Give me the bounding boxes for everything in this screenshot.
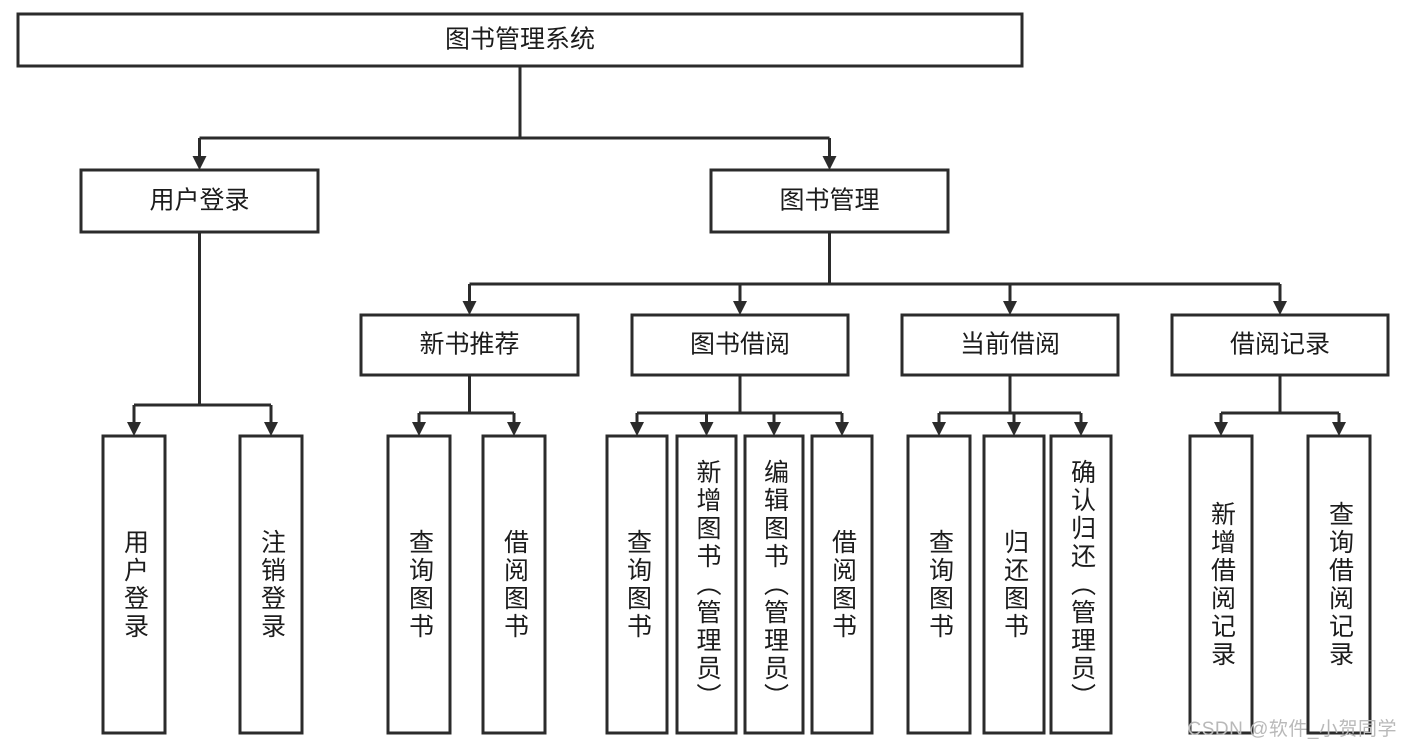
node-leaf-0[interactable] bbox=[101, 434, 167, 735]
connector-layer bbox=[127, 66, 1346, 436]
node-leaf-8[interactable] bbox=[906, 434, 972, 735]
node-label: 当前借阅 bbox=[960, 331, 1060, 359]
leaf-label: 查询图书 bbox=[925, 528, 954, 641]
leaf-label: 查询图书 bbox=[623, 528, 652, 641]
node-label: 图书管理系统 bbox=[445, 26, 595, 54]
node-leaf-2[interactable] bbox=[386, 434, 452, 735]
watermark: CSDN @软件_小贺同学 bbox=[1187, 719, 1397, 740]
node-leaf-12[interactable] bbox=[1306, 434, 1372, 735]
node-label: 新书推荐 bbox=[419, 331, 519, 359]
node-level2-1[interactable]: 图书管理 bbox=[709, 168, 950, 234]
node-root-system[interactable]: 图书管理系统 bbox=[16, 12, 1024, 68]
node-label: 借阅记录 bbox=[1230, 331, 1330, 359]
node-label: 图书借阅 bbox=[690, 331, 790, 359]
node-level3-3[interactable]: 借阅记录 bbox=[1170, 313, 1390, 377]
node-level3-0[interactable]: 新书推荐 bbox=[359, 313, 580, 377]
node-label: 用户登录 bbox=[149, 187, 249, 215]
node-leaf-11[interactable] bbox=[1188, 434, 1254, 735]
leaf-label: 查询图书 bbox=[405, 528, 434, 641]
leaf-label: 编辑图书（管理员） bbox=[760, 458, 789, 711]
leaf-label: 借阅图书 bbox=[828, 528, 857, 641]
node-level2-0[interactable]: 用户登录 bbox=[79, 168, 320, 234]
leaf-label: 用户登录 bbox=[120, 528, 149, 641]
node-label: 图书管理 bbox=[779, 187, 879, 215]
node-leaf-10[interactable] bbox=[1049, 434, 1113, 735]
node-leaf-1[interactable] bbox=[238, 434, 304, 735]
leaf-label: 确认归还（管理员） bbox=[1067, 458, 1096, 711]
node-leaf-9[interactable] bbox=[982, 434, 1046, 735]
leaf-label: 归还图书 bbox=[1000, 528, 1029, 641]
leaf-label: 新增借阅记录 bbox=[1207, 500, 1236, 669]
node-level3-1[interactable]: 图书借阅 bbox=[630, 313, 850, 377]
node-leaf-3[interactable] bbox=[481, 434, 547, 735]
leaf-label: 新增图书（管理员） bbox=[693, 458, 721, 711]
node-leaf-5[interactable] bbox=[675, 434, 738, 735]
leaf-label: 注销登录 bbox=[257, 528, 286, 641]
node-level3-2[interactable]: 当前借阅 bbox=[900, 313, 1120, 377]
leaf-label: 借阅图书 bbox=[500, 528, 529, 641]
node-leaf-6[interactable] bbox=[743, 434, 805, 735]
leaf-label: 查询借阅记录 bbox=[1325, 500, 1354, 669]
node-leaf-7[interactable] bbox=[810, 434, 874, 735]
node-leaf-4[interactable] bbox=[605, 434, 669, 735]
